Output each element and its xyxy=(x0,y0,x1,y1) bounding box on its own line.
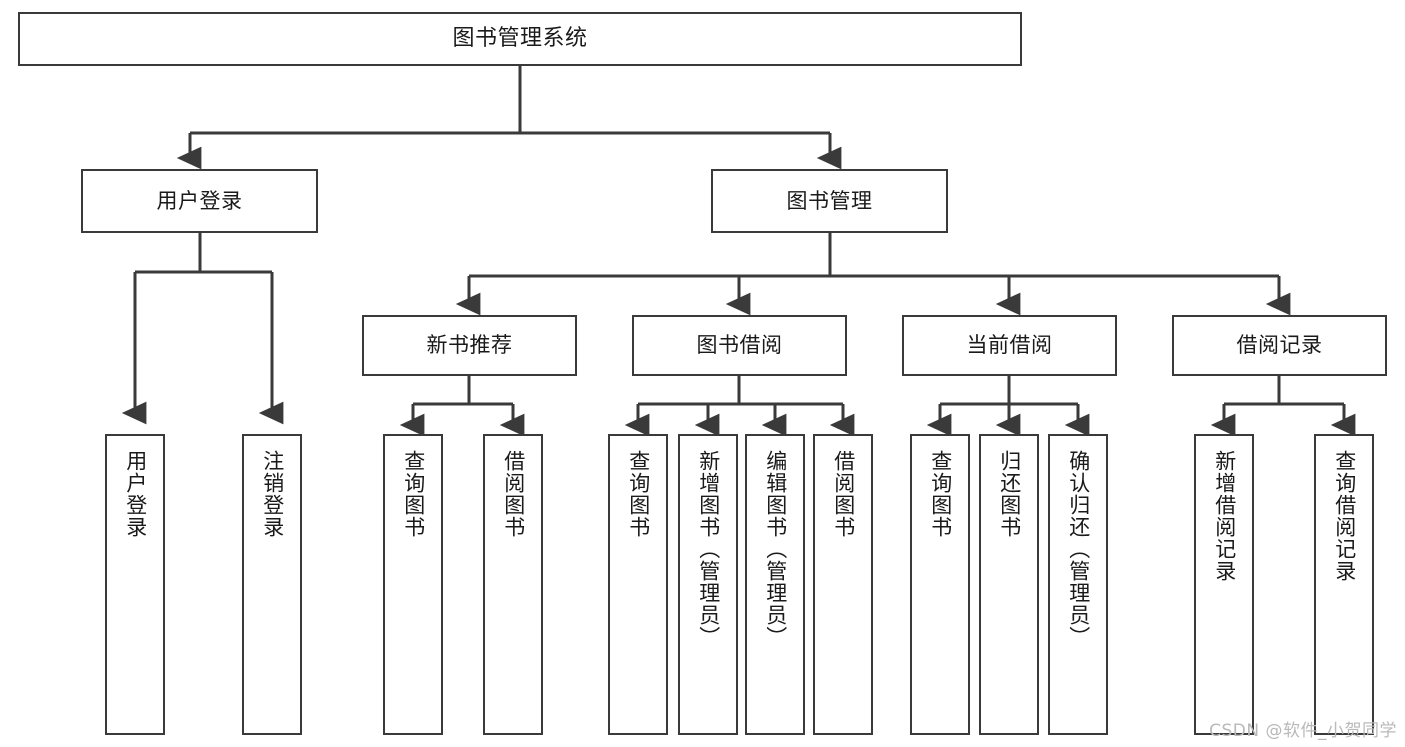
node-label: 编辑图书（管理员） xyxy=(763,450,788,648)
node-borrow-record[interactable]: 借阅记录 xyxy=(1172,315,1387,376)
leaf-borrow-book-1[interactable]: 借阅图书 xyxy=(483,434,543,735)
node-label: 查询图书 xyxy=(928,450,953,538)
node-book-manage[interactable]: 图书管理 xyxy=(711,169,948,233)
node-label: 注销登录 xyxy=(260,450,285,538)
node-book-borrow[interactable]: 图书借阅 xyxy=(632,315,847,376)
leaf-return-book[interactable]: 归还图书 xyxy=(979,434,1039,735)
node-label: 用户登录 xyxy=(123,450,148,538)
node-label: 新书推荐 xyxy=(426,333,513,358)
node-label: 借阅图书 xyxy=(501,450,526,538)
node-label: 借阅图书 xyxy=(831,450,856,538)
leaf-user-login[interactable]: 用户登录 xyxy=(105,434,165,735)
node-label: 查询图书 xyxy=(626,450,651,538)
leaf-query-book-3[interactable]: 查询图书 xyxy=(910,434,970,735)
node-label: 图书管理 xyxy=(786,188,873,213)
node-root-system[interactable]: 图书管理系统 xyxy=(18,12,1022,66)
node-label: 图书管理系统 xyxy=(452,26,588,52)
node-user-login[interactable]: 用户登录 xyxy=(81,169,318,233)
leaf-confirm-return[interactable]: 确认归还（管理员） xyxy=(1048,434,1108,735)
node-label: 借阅记录 xyxy=(1236,333,1323,358)
leaf-borrow-book-2[interactable]: 借阅图书 xyxy=(813,434,873,735)
leaf-add-book[interactable]: 新增图书（管理员） xyxy=(678,434,738,735)
node-label: 当前借阅 xyxy=(966,333,1053,358)
watermark-text: CSDN @软件_小贺同学 xyxy=(1209,721,1397,741)
node-label: 新增图书（管理员） xyxy=(696,450,721,648)
leaf-edit-book[interactable]: 编辑图书（管理员） xyxy=(745,434,805,735)
leaf-query-record[interactable]: 查询借阅记录 xyxy=(1314,434,1374,735)
node-label: 查询借阅记录 xyxy=(1332,450,1357,582)
node-label: 图书借阅 xyxy=(696,333,783,358)
node-label: 查询图书 xyxy=(401,450,426,538)
leaf-query-book-1[interactable]: 查询图书 xyxy=(383,434,443,735)
node-current-borrow[interactable]: 当前借阅 xyxy=(902,315,1117,376)
node-label: 归还图书 xyxy=(997,450,1022,538)
node-new-book-recommend[interactable]: 新书推荐 xyxy=(362,315,577,376)
node-label: 确认归还（管理员） xyxy=(1066,450,1091,648)
node-label: 新增借阅记录 xyxy=(1212,450,1237,582)
leaf-logout[interactable]: 注销登录 xyxy=(242,434,302,735)
node-label: 用户登录 xyxy=(156,188,243,213)
leaf-add-record[interactable]: 新增借阅记录 xyxy=(1194,434,1254,735)
leaf-query-book-2[interactable]: 查询图书 xyxy=(608,434,668,735)
